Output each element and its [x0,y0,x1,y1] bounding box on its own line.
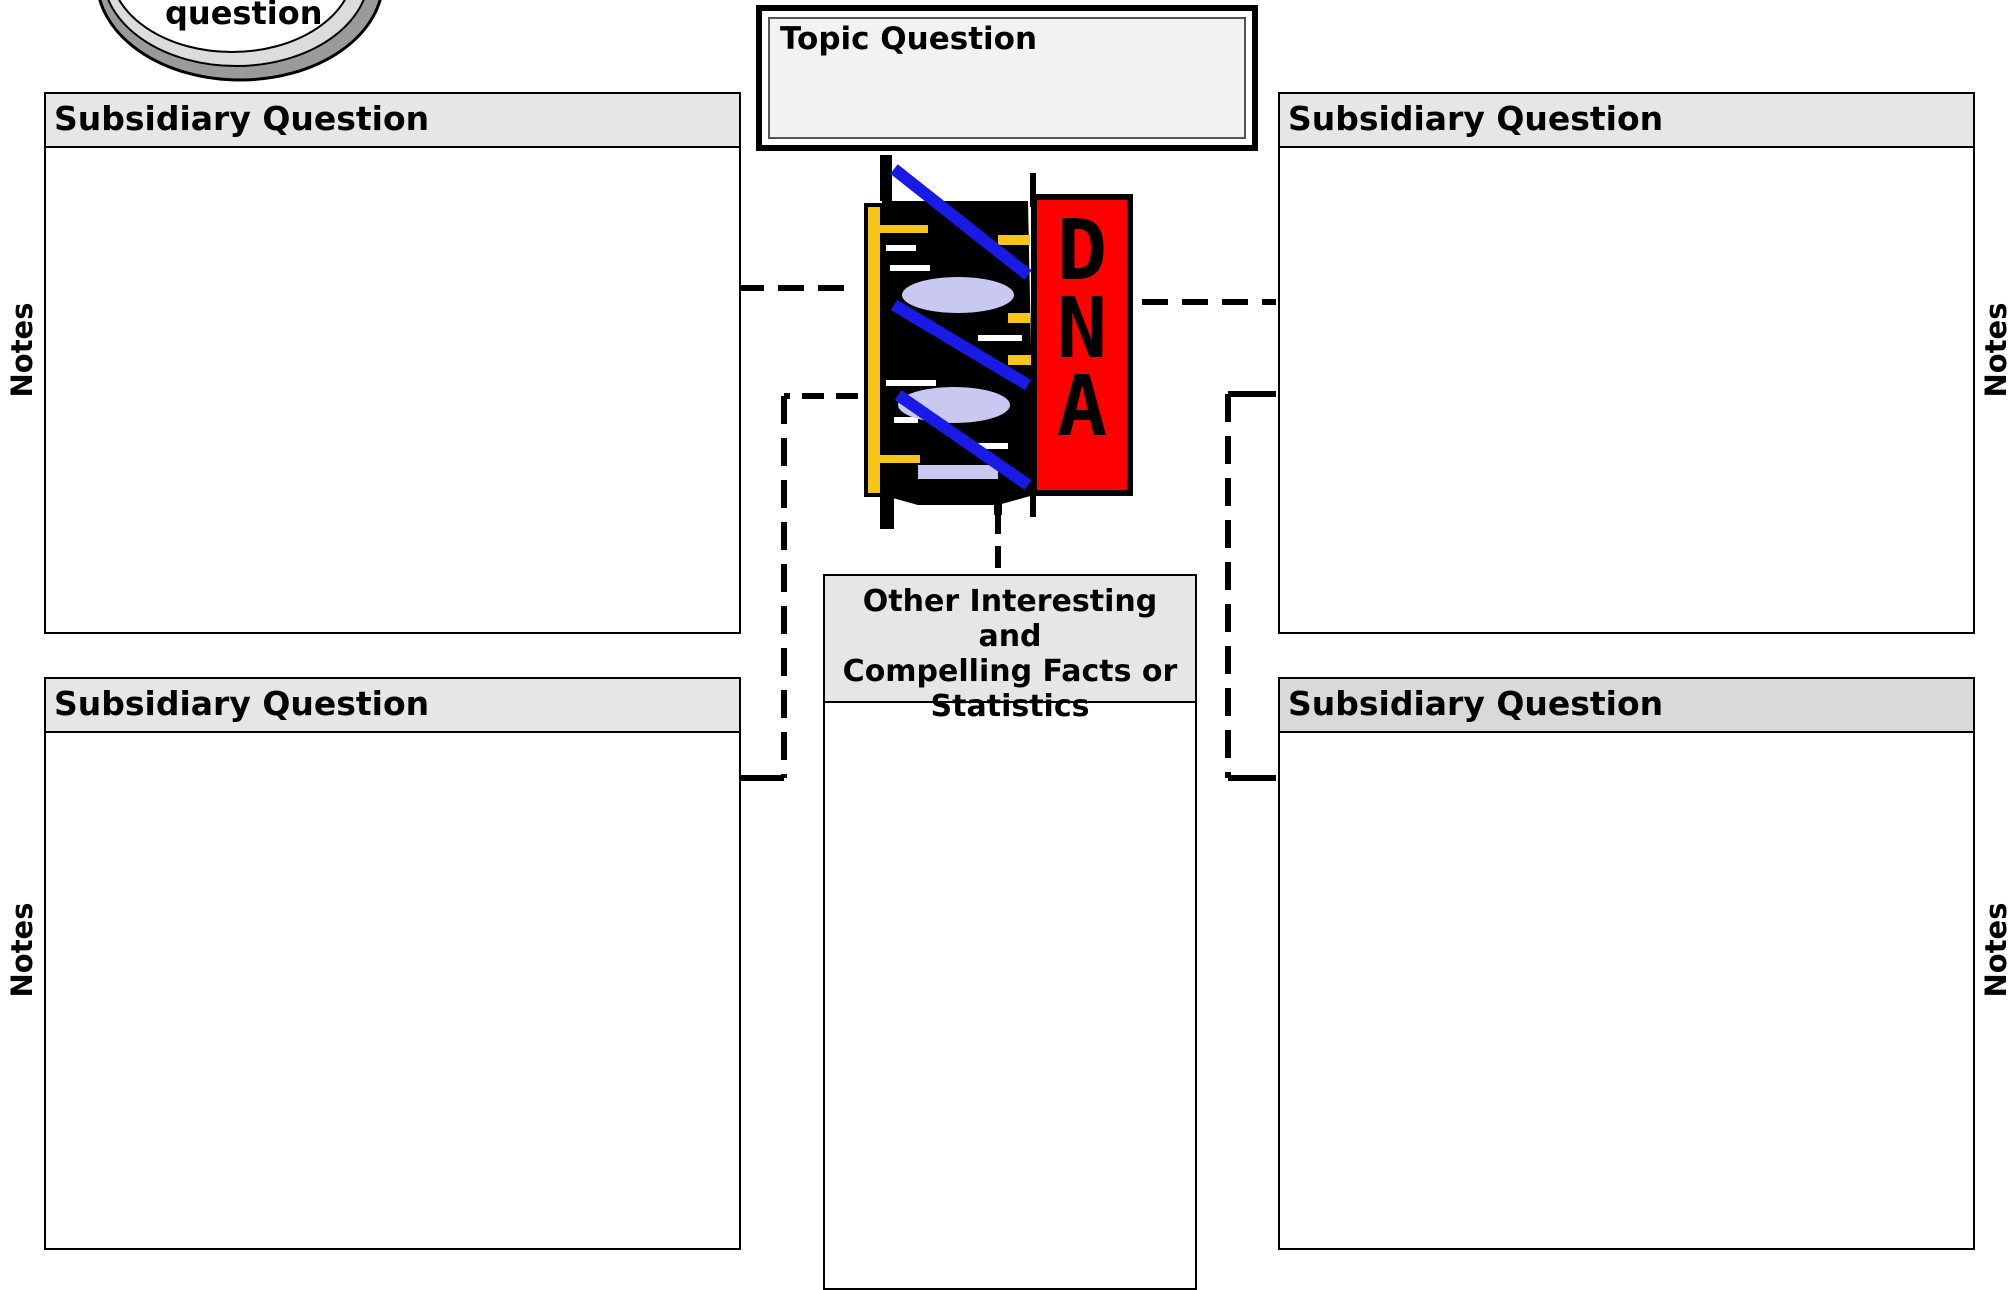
helix [890,164,1032,280]
dna-letter: D [1057,201,1108,299]
rung [902,277,1014,313]
subsidiary-question-label: Subsidiary Question [1280,679,1973,733]
topic-question-box[interactable]: Topic Question [756,5,1258,151]
facts-panel: Other Interesting and Compelling Facts o… [823,574,1197,1290]
subsidiary-panel-top-right: Subsidiary Question [1278,92,1975,634]
topic-question-field[interactable]: Topic Question [768,17,1246,139]
badge-label: question [165,0,323,32]
subsidiary-question-label: Subsidiary Question [46,679,739,733]
subsidiary-panel-top-left: Subsidiary Question [44,92,741,634]
subsidiary-panel-bottom-right: Subsidiary Question [1278,677,1975,1250]
frame [864,203,884,497]
notes-area[interactable] [1280,148,1973,632]
dna-letters: DNA [1057,201,1108,455]
dna-letter: N [1057,279,1108,377]
dna-letter: A [1057,357,1108,455]
notes-label-left-bottom: Notes [5,902,39,998]
notes-area[interactable] [1280,733,1973,1248]
question-badge-icon [98,0,382,82]
facts-area[interactable] [825,703,1195,1288]
notes-label-left-top: Notes [5,302,39,398]
dna-panel [1031,194,1133,496]
subsidiary-question-label: Subsidiary Question [46,94,739,148]
notes-label-right-top: Notes [1979,302,2013,398]
notes-label-right-bottom: Notes [1979,902,2013,998]
notes-area[interactable] [46,148,739,632]
subsidiary-question-label: Subsidiary Question [1280,94,1973,148]
dna-icon: DNA [864,155,1133,529]
notes-area[interactable] [46,733,739,1248]
facts-label: Other Interesting and Compelling Facts o… [825,576,1195,724]
subsidiary-panel-bottom-left: Subsidiary Question [44,677,741,1250]
topic-question-label: Topic Question [780,21,1038,57]
